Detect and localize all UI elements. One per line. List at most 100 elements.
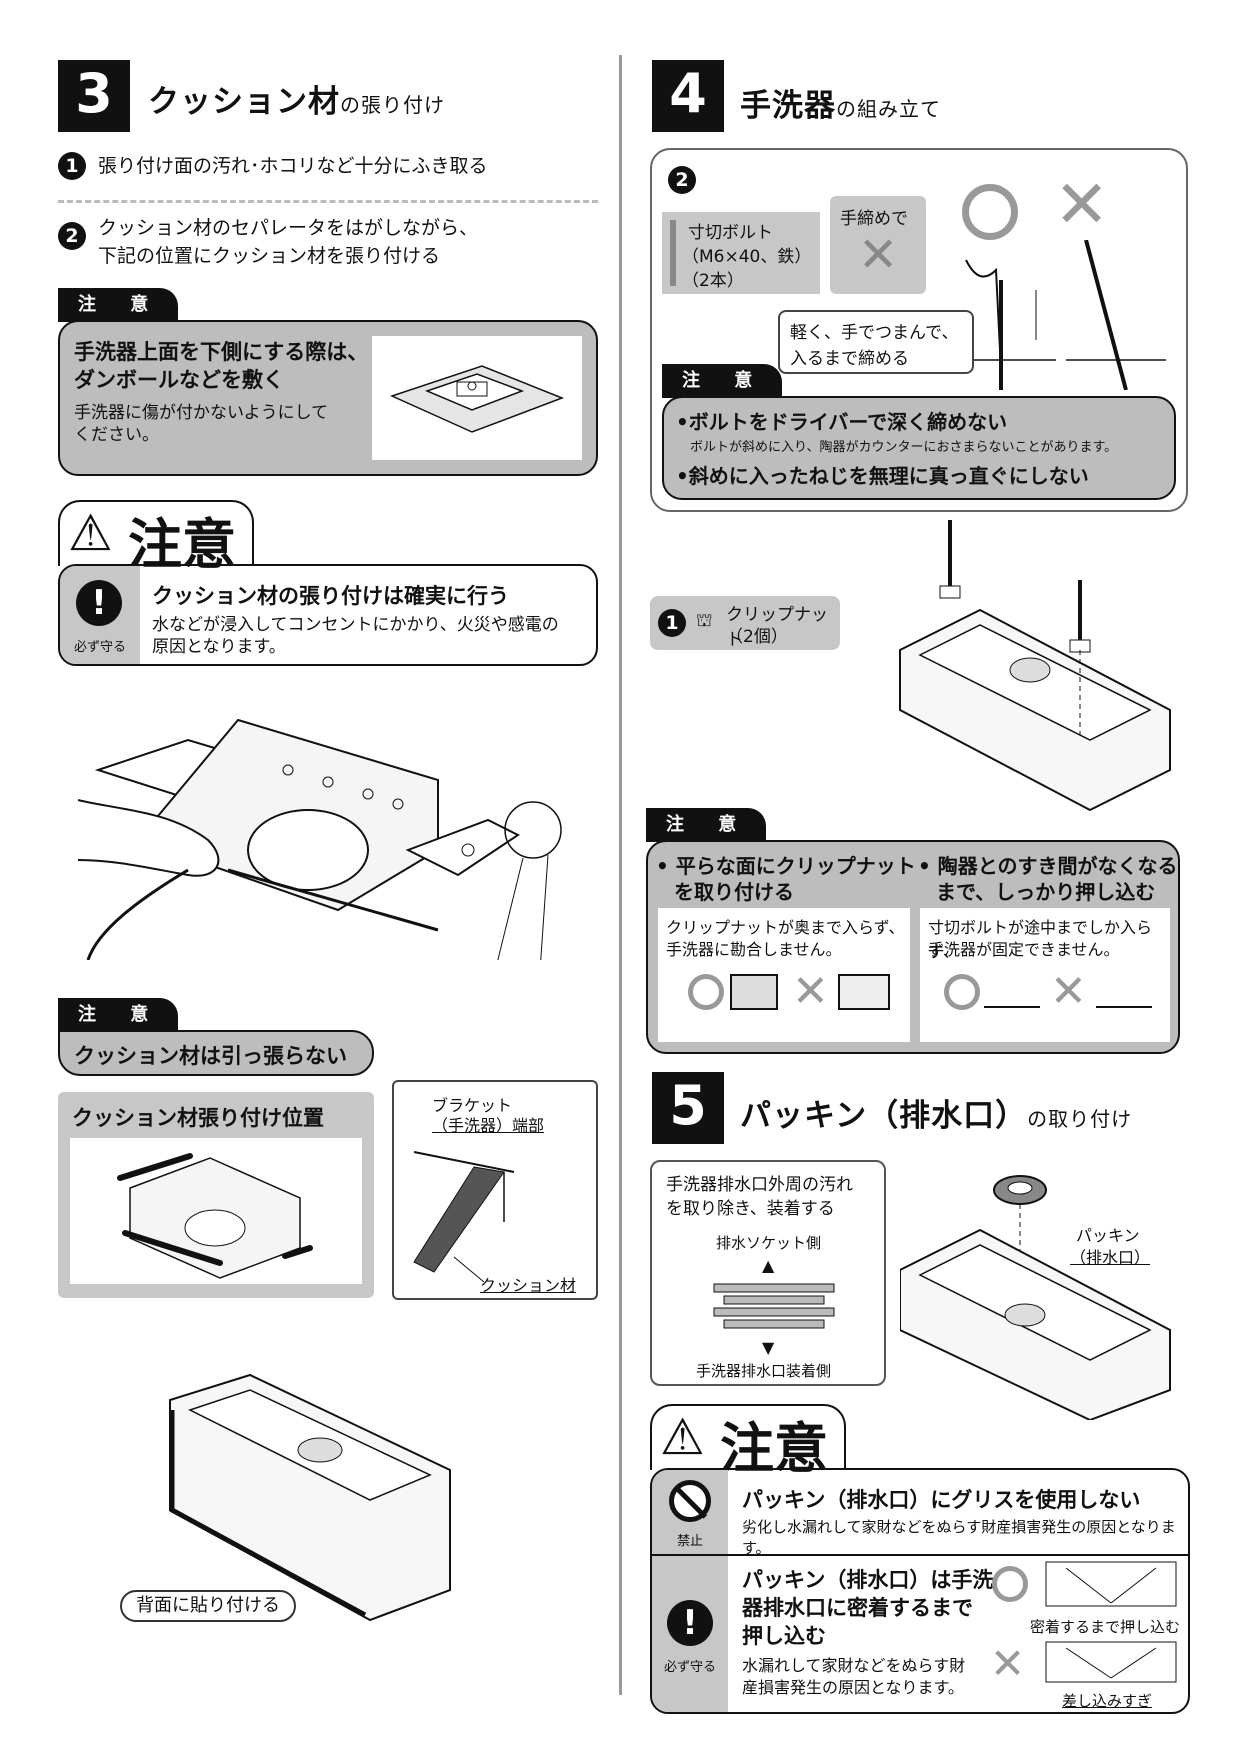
step3-caution2-box: クッション材は引っ張らない	[58, 1030, 374, 1076]
bracket-label-line1: ブラケット	[432, 1096, 513, 1115]
packing-ok-icon	[992, 1566, 1028, 1602]
prohibit-note: 劣化し水漏れして家財などをぬらす財産損害発生の原因となります。	[742, 1518, 1176, 1557]
step4-item1-number: 1	[658, 609, 686, 637]
ok-caption: 密着するまで押し込む	[1030, 1618, 1181, 1636]
col2-note2: 手洗器が固定できません。	[928, 940, 1120, 959]
packing-ng-diagram	[1045, 1641, 1177, 1683]
cushion-position-image	[70, 1138, 362, 1284]
step3-item1-text: 張り付け面の汚れ･ホコリなど十分にふき取る	[98, 155, 488, 177]
step3-caution-tab: 注 意	[58, 288, 178, 322]
step3-must-note2: 原因となります。	[152, 637, 286, 657]
col2-bold2: まで、しっかり押し込む	[936, 880, 1156, 904]
step4-caution-bold1: •ボルトをドライバーで深く締めない	[676, 410, 1008, 434]
step4-caution2-box: • 平らな面にクリップナット を取り付ける • 陶器とのすき間がなくなる まで、…	[646, 840, 1180, 1054]
step3-number: 3	[58, 60, 130, 132]
step4-caution-note1: ボルトが斜めに入り、陶器がカウンターにおさまらないことがあります。	[690, 440, 1118, 455]
column-divider	[619, 55, 622, 1695]
ng-cross-icon: ✕	[1054, 166, 1110, 243]
row-divider	[652, 1554, 1188, 1556]
ng-caption: 差し込みすぎ	[1062, 1692, 1153, 1710]
warning-triangle-icon: ⚠	[68, 504, 113, 562]
must-note1: 水漏れして家財などをぬらす財	[742, 1656, 966, 1675]
arrow-up-icon: ▲	[762, 1256, 775, 1275]
step3-caution-note2: ください。	[74, 425, 159, 445]
col2-ng-icon: ✕	[1050, 966, 1087, 1017]
step3-item1-number: 1	[58, 152, 86, 180]
packing-box-line2: を取り除き、装着する	[666, 1199, 835, 1219]
bolt-line2: （M6×40、鉄）	[682, 247, 812, 267]
tip-line2: 入るまで締める	[790, 349, 909, 369]
step5-title: パッキン（排水口）の取り付け	[740, 1090, 1132, 1135]
prohibit-bold: パッキン（排水口）にグリスを使用しない	[742, 1488, 1141, 1512]
step4-caution2-tab: 注 意	[646, 808, 766, 842]
must-note2: 産損害発生の原因となります。	[742, 1678, 964, 1697]
col2-ok-icon	[944, 974, 980, 1010]
clipnut-line1: クリップナット	[726, 605, 828, 650]
step4-item2-number: 2	[668, 166, 696, 194]
step3-caution-bold1: 手洗器上面を下側にする際は、	[74, 340, 369, 364]
col2-note1: 寸切ボルトが途中までしか入らず、	[928, 918, 1153, 961]
step4-title: 手洗器の組み立て	[740, 80, 941, 125]
clipnut-icon: ⛫	[696, 610, 713, 631]
col1-bold2: を取り付ける	[674, 880, 794, 904]
step3-item2-line1: クッション材のセパレータをはがしながら、	[98, 217, 479, 239]
step5-caution-box: 禁止 パッキン（排水口）にグリスを使用しない 劣化し水漏れして家財などをぬらす財…	[650, 1468, 1190, 1714]
col1-note1: クリップナットが奥まで入らず、	[666, 918, 905, 937]
must-bold2: 器排水口に密着するまで	[742, 1596, 973, 1620]
cushion-sink-image	[372, 336, 582, 460]
step5-number: 5	[652, 1072, 724, 1144]
must-cell: ! 必ず守る	[652, 1556, 728, 1712]
hand-tighten-label: 手締めで	[840, 209, 908, 229]
bolt-line1: 寸切ボルト	[688, 223, 773, 243]
warning-triangle-icon: ⚠	[660, 1408, 705, 1466]
arrow-down-icon: ▼	[762, 1338, 775, 1357]
dashed-separator	[58, 200, 598, 203]
socket-side-label: 排水ソケット側	[716, 1234, 822, 1252]
step3-caution-note1: 手洗器に傷が付かないようにして	[74, 403, 329, 423]
must-bold1: パッキン（排水口）は手洗	[742, 1568, 994, 1592]
tip-bubble: 軽く、手でつまんで、 入るまで締める	[778, 310, 974, 374]
step4-number: 4	[652, 60, 724, 132]
packing-instruction-box: 手洗器排水口外周の汚れ を取り除き、装着する 排水ソケット側 ▲ ▼ 手洗器排水…	[650, 1160, 886, 1386]
step3-caution-box: 手洗器上面を下側にする際は、 ダンボールなどを敷く 手洗器に傷が付かないようにし…	[58, 320, 598, 476]
col1-clip-ok-icon	[730, 974, 778, 1010]
step3-item2-number: 2	[58, 222, 86, 250]
step3-item2-line2: 下記の位置にクッション材を張り付ける	[98, 245, 441, 267]
back-label: 背面に貼り付ける	[120, 1590, 296, 1622]
sink-packing-illustration	[900, 1175, 1171, 1420]
clipnut-box: 1 ⛫ クリップナット （2個）	[650, 596, 840, 650]
col2-panel: 寸切ボルトが途中までしか入らず、 手洗器が固定できません。 ✕	[920, 908, 1170, 1042]
col1-bold1: • 平らな面にクリップナット	[656, 854, 916, 878]
step4-title-main: 手洗器	[740, 88, 836, 124]
bracket-detail-box: ブラケット （手洗器）端部 クッション材	[392, 1080, 598, 1300]
step3-title-sub: の張り付け	[340, 93, 445, 117]
step3-item2-text: クッション材のセパレータをはがしながら、 下記の位置にクッション材を張り付ける	[98, 214, 478, 270]
bracket-label-line2: （手洗器）端部	[432, 1116, 545, 1135]
packing-ok-diagram	[1045, 1561, 1177, 1607]
packing-ng-icon: ✕	[990, 1639, 1026, 1688]
cushion-label: クッション材	[480, 1276, 577, 1295]
packing-cross-section	[713, 1283, 835, 1329]
step3-caution2-text: クッション材は引っ張らない	[74, 1044, 347, 1068]
prohibit-icon	[669, 1480, 711, 1522]
clipnut-line2: （2個）	[726, 627, 788, 647]
sink-back-illustration	[169, 1373, 451, 1622]
tip-line1: 軽く、手でつまんで、	[790, 323, 959, 343]
step3-must-label: 必ず守る	[73, 640, 126, 655]
cushion-position-title: クッション材張り付け位置	[72, 1106, 324, 1130]
exclamation-icon: !	[76, 580, 122, 626]
must-label: 必ず守る	[663, 1660, 716, 1675]
bolt-icon	[670, 220, 676, 286]
step5-title-sub: の取り付け	[1027, 1107, 1133, 1131]
step4-outer-box	[650, 148, 1188, 512]
bolt-hand-illustration	[956, 240, 1166, 390]
sink-side-label: 手洗器排水口装着側	[696, 1362, 832, 1380]
col2-bolt-ok-icon	[984, 984, 1040, 1008]
packing-label2: （排水口）	[1070, 1248, 1151, 1267]
no-screwdriver-icon: ✕	[858, 227, 899, 283]
col1-ng-icon: ✕	[792, 966, 829, 1017]
bolt-box: 寸切ボルト （M6×40、鉄） （2本）	[662, 212, 820, 294]
step3-must-box: ! 必ず守る クッション材の張り付けは確実に行う 水などが浸入してコンセントにか…	[58, 564, 598, 666]
step3-must-bold: クッション材の張り付けは確実に行う	[152, 584, 509, 608]
col1-clip-ng-icon	[838, 974, 890, 1010]
